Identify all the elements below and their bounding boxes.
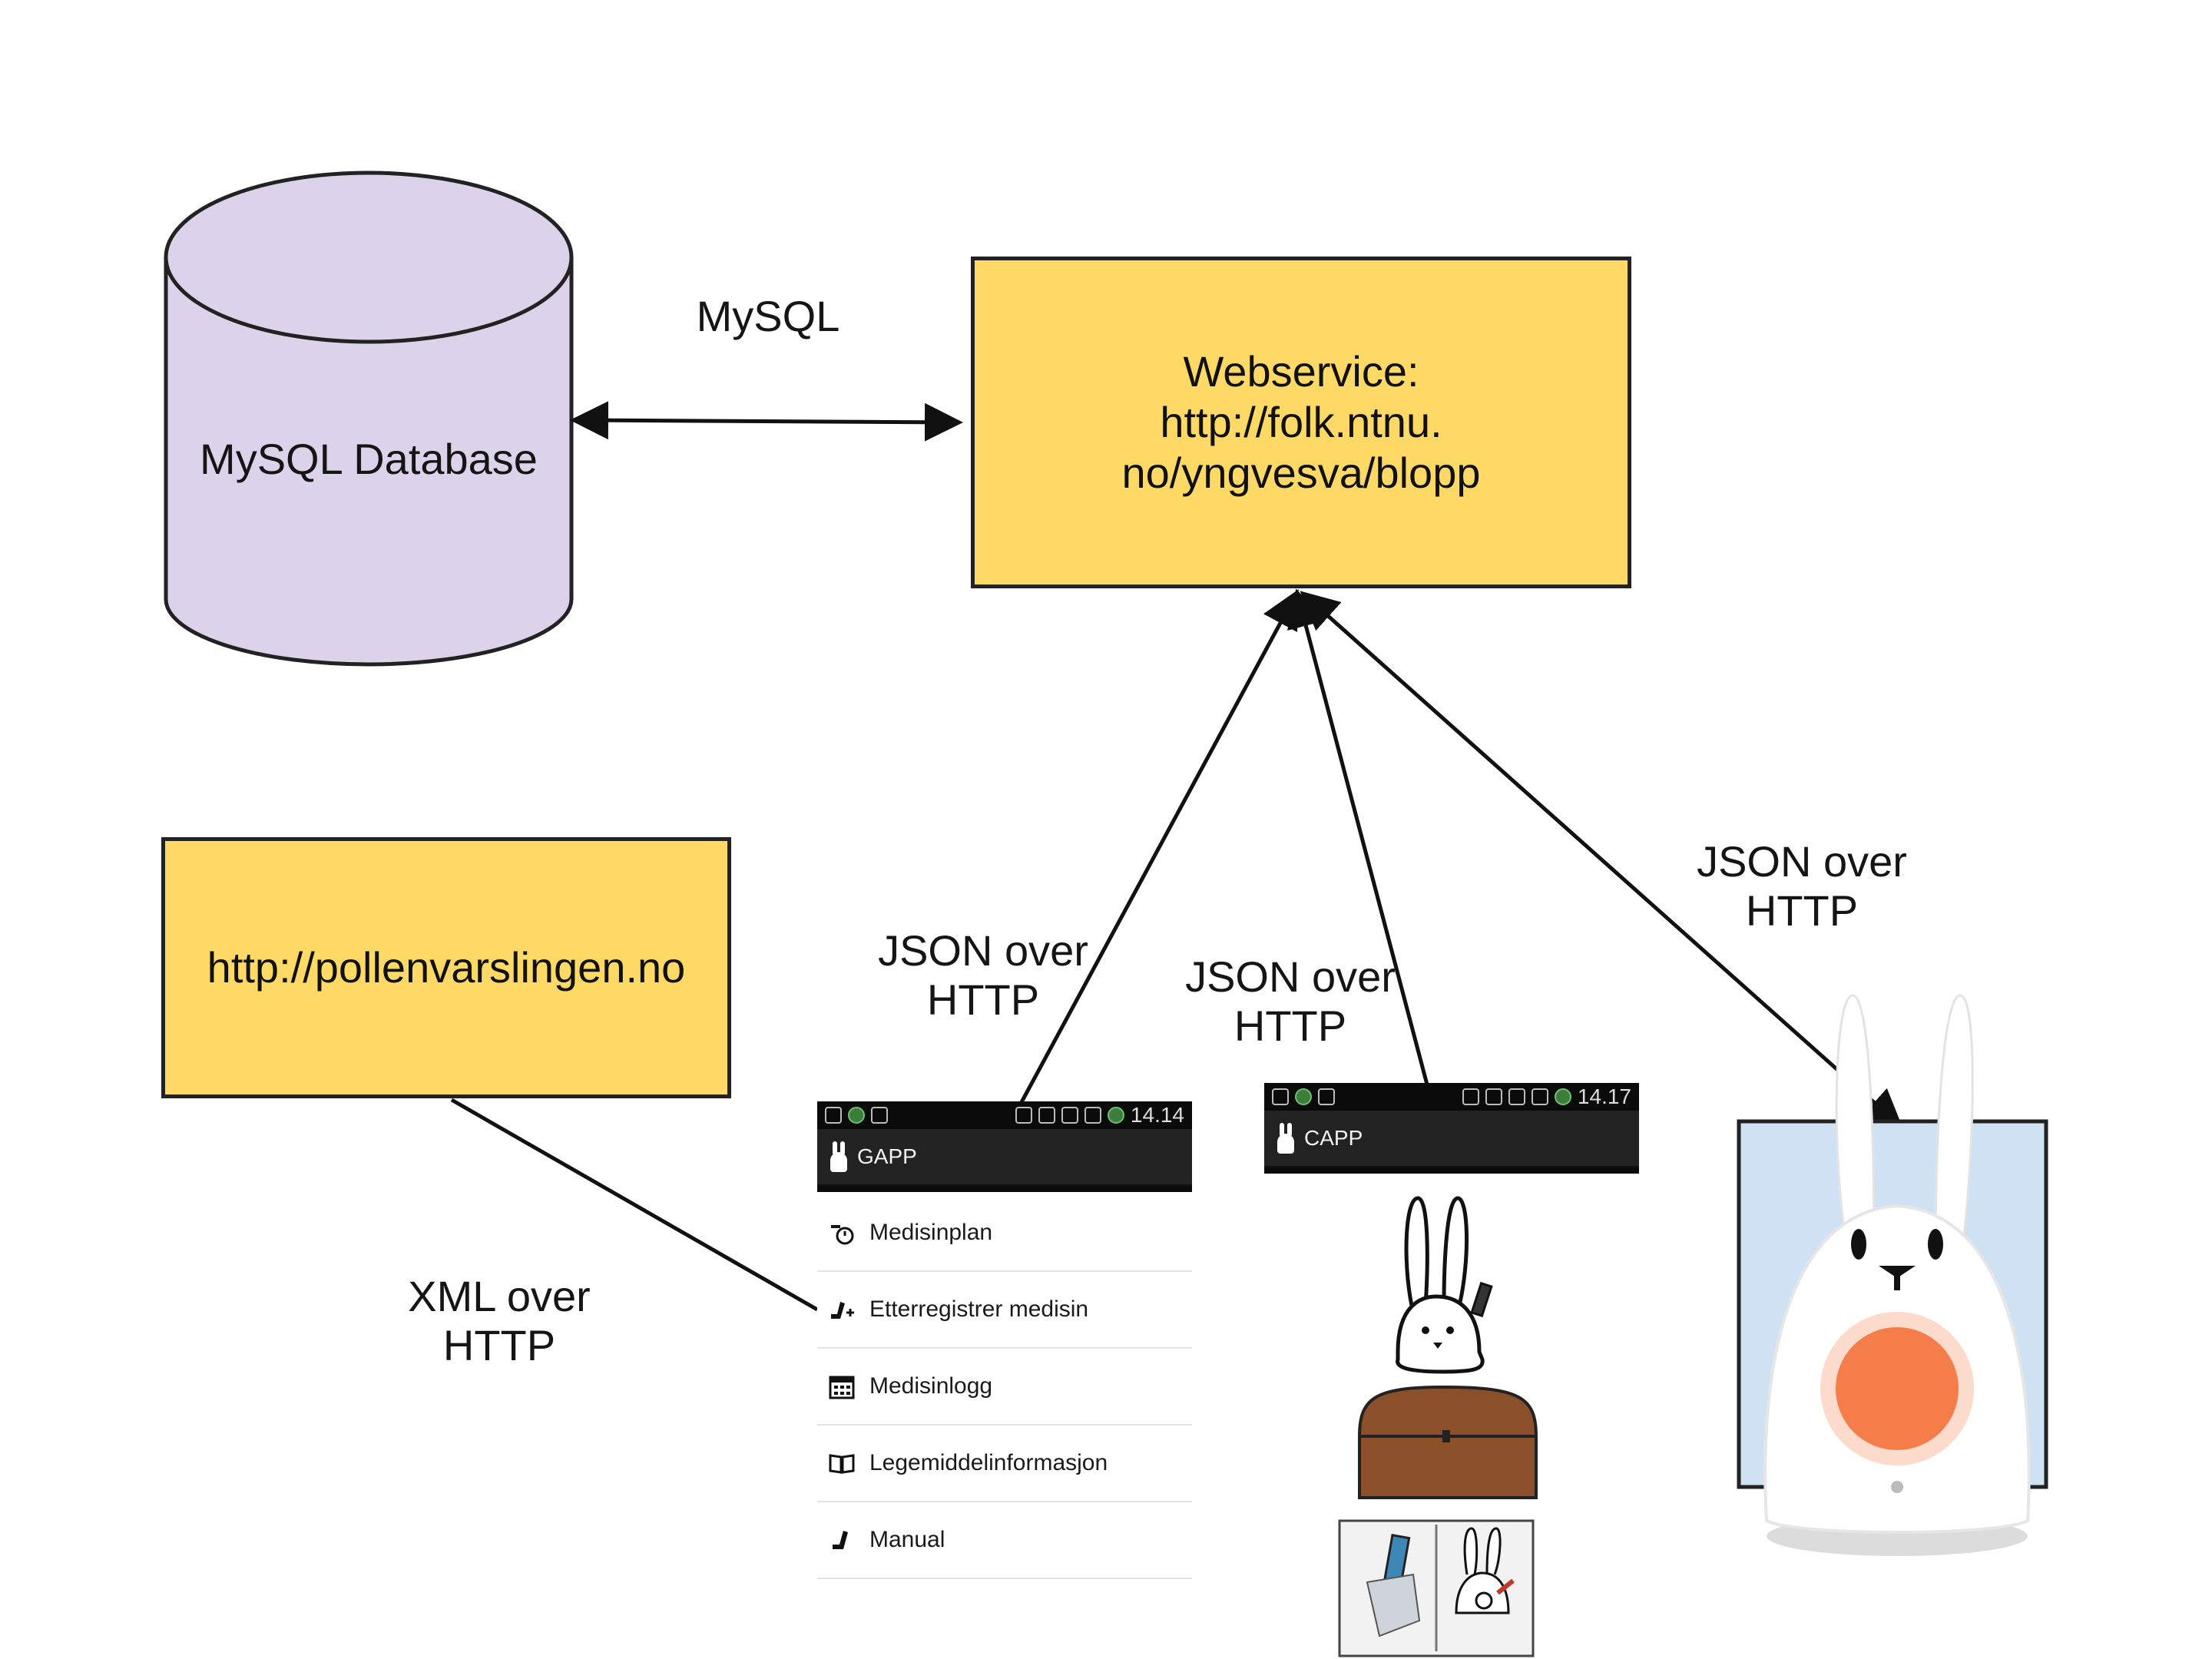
- usb-icon: [825, 1107, 842, 1124]
- edge-label-karotz-json: JSON over HTTP: [1697, 837, 1907, 935]
- signal-icon: [1531, 1088, 1548, 1105]
- menu-item-manual[interactable]: Manual: [817, 1502, 1192, 1579]
- book-icon: [828, 1449, 856, 1477]
- capp-status-bar: 14.17: [1264, 1083, 1639, 1111]
- capp-app-bar: 14.17 CAPP: [1264, 1083, 1639, 1174]
- capp-title: CAPP: [1304, 1126, 1363, 1150]
- capp-title-bar[interactable]: CAPP: [1264, 1111, 1639, 1167]
- menu-item-label: Legemiddelinformasjon: [869, 1450, 1108, 1475]
- menu-item-label: Etterregistrer medisin: [869, 1296, 1089, 1322]
- globe-icon: [1295, 1088, 1312, 1105]
- database-cylinder: [164, 171, 574, 667]
- menu-item-legemiddelinformasjon[interactable]: Legemiddelinformasjon: [817, 1426, 1192, 1502]
- gapp-title-bar[interactable]: GAPP: [817, 1129, 1192, 1186]
- gapp-title: GAPP: [857, 1144, 917, 1168]
- battery-icon: [1554, 1088, 1571, 1105]
- pill-clock-icon: [828, 1219, 856, 1247]
- edge-label-capp-json: JSON over HTTP: [1185, 952, 1396, 1050]
- webservice-box: Webservice: http://folk.ntnu. no/yngvesv…: [971, 257, 1631, 588]
- menu-item-etterregistrer[interactable]: Etterregistrer medisin: [817, 1272, 1192, 1349]
- pollen-label: http://pollenvarslingen.no: [207, 943, 686, 992]
- wifi-icon: [1061, 1107, 1078, 1124]
- capp-treasure-chest: [1357, 1385, 1538, 1499]
- alarm-icon: [1038, 1107, 1055, 1124]
- edge-karotz-webservice: [1300, 591, 1903, 1128]
- inhaler-icon: [828, 1526, 856, 1554]
- database-label: MySQL Database: [200, 435, 538, 483]
- edge-label-xml: XML over HTTP: [408, 1272, 591, 1369]
- webservice-label: Webservice: http://folk.ntnu. no/yngvesv…: [1121, 347, 1481, 497]
- edge-db-webservice: [570, 401, 963, 442]
- image-icon: [871, 1107, 888, 1124]
- bunny-logo-icon: [830, 1141, 849, 1172]
- usb-icon: [1272, 1088, 1289, 1105]
- menu-item-medisinplan[interactable]: Medisinplan: [817, 1195, 1192, 1272]
- pollen-box: http://pollenvarslingen.no: [161, 837, 731, 1098]
- menu-item-label: Medisinlogg: [869, 1373, 993, 1399]
- edge-label-gapp-json: JSON over HTTP: [878, 926, 1088, 1024]
- gapp-clock: 14.14: [1130, 1103, 1184, 1127]
- mute-icon: [1462, 1088, 1479, 1105]
- menu-item-label: Manual: [869, 1527, 945, 1552]
- calendar-icon: [828, 1373, 856, 1400]
- capp-bunny-illustration: [1396, 1196, 1493, 1374]
- bunny-logo-icon: [1277, 1123, 1296, 1154]
- battery-icon: [1107, 1107, 1124, 1124]
- gapp-app-bar: 14.14 GAPP: [817, 1101, 1192, 1192]
- menu-item-medisinlogg[interactable]: Medisinlogg: [817, 1349, 1192, 1426]
- globe-icon: [848, 1107, 865, 1124]
- image-icon: [1318, 1088, 1335, 1105]
- capp-clock: 14.17: [1577, 1084, 1631, 1108]
- karotz-device: [1737, 994, 2048, 1556]
- edge-gapp-webservice: [1019, 589, 1299, 1104]
- edge-pollen-gapp: [450, 1098, 819, 1312]
- inhaler-plus-icon: [828, 1296, 856, 1323]
- alarm-icon: [1485, 1088, 1502, 1105]
- wifi-icon: [1508, 1088, 1525, 1105]
- capp-book-illustration: [1338, 1519, 1535, 1657]
- signal-icon: [1084, 1107, 1101, 1124]
- menu-item-label: Medisinplan: [869, 1220, 993, 1245]
- edge-label-mysql: MySQL: [696, 292, 840, 340]
- gapp-status-bar: 14.14: [817, 1101, 1192, 1129]
- gapp-menu: Medisinplan Etterregistrer medisin Medis…: [817, 1195, 1192, 1579]
- mute-icon: [1015, 1107, 1032, 1124]
